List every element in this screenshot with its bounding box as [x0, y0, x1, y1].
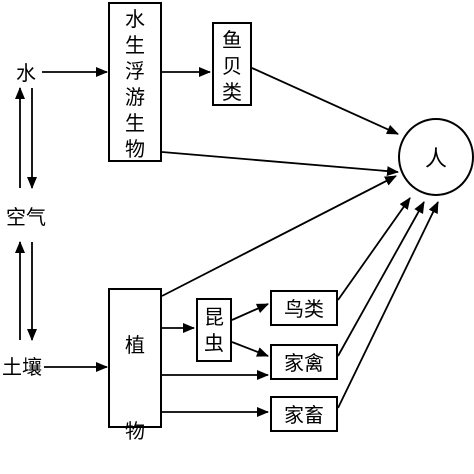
- node-air: 空气: [6, 205, 46, 229]
- node-birds-box: 鸟类: [270, 290, 338, 326]
- node-poultry-box: 家禽: [270, 344, 338, 380]
- arrow-birds-to-human: [337, 197, 411, 301]
- node-soil: 土壤: [2, 355, 42, 379]
- arrow-fish-to-human: [251, 67, 399, 135]
- node-poultry: 家禽: [284, 351, 324, 375]
- node-water: 水: [16, 61, 36, 85]
- arrow-poultry-to-human: [337, 201, 425, 357]
- node-human-circle: 人: [398, 118, 474, 196]
- node-plants: 植物: [125, 333, 145, 443]
- node-insects: 昆虫: [204, 305, 224, 355]
- node-plankton: 水生浮游生物: [125, 7, 145, 161]
- node-plankton-box: 水生浮游生物: [108, 2, 162, 162]
- arrow-plankton-to-human: [161, 151, 399, 177]
- food-chain-diagram: [15, 67, 439, 417]
- node-human: 人: [424, 147, 447, 172]
- arrow-livestock-to-human: [337, 201, 439, 409]
- node-insects-box: 昆虫: [196, 298, 232, 362]
- arrow-insects-to-poultry: [231, 341, 269, 357]
- node-livestock: 家畜: [284, 403, 324, 427]
- node-plants-box: 植物: [108, 288, 162, 443]
- node-livestock-box: 家畜: [270, 396, 338, 432]
- node-birds: 鸟类: [284, 297, 324, 321]
- node-fish-shellfish: 鱼贝类: [222, 28, 242, 104]
- arrow-insects-to-birds: [231, 303, 269, 321]
- arrow-plants-to-human: [161, 175, 397, 297]
- node-fish-box: 鱼贝类: [212, 22, 252, 106]
